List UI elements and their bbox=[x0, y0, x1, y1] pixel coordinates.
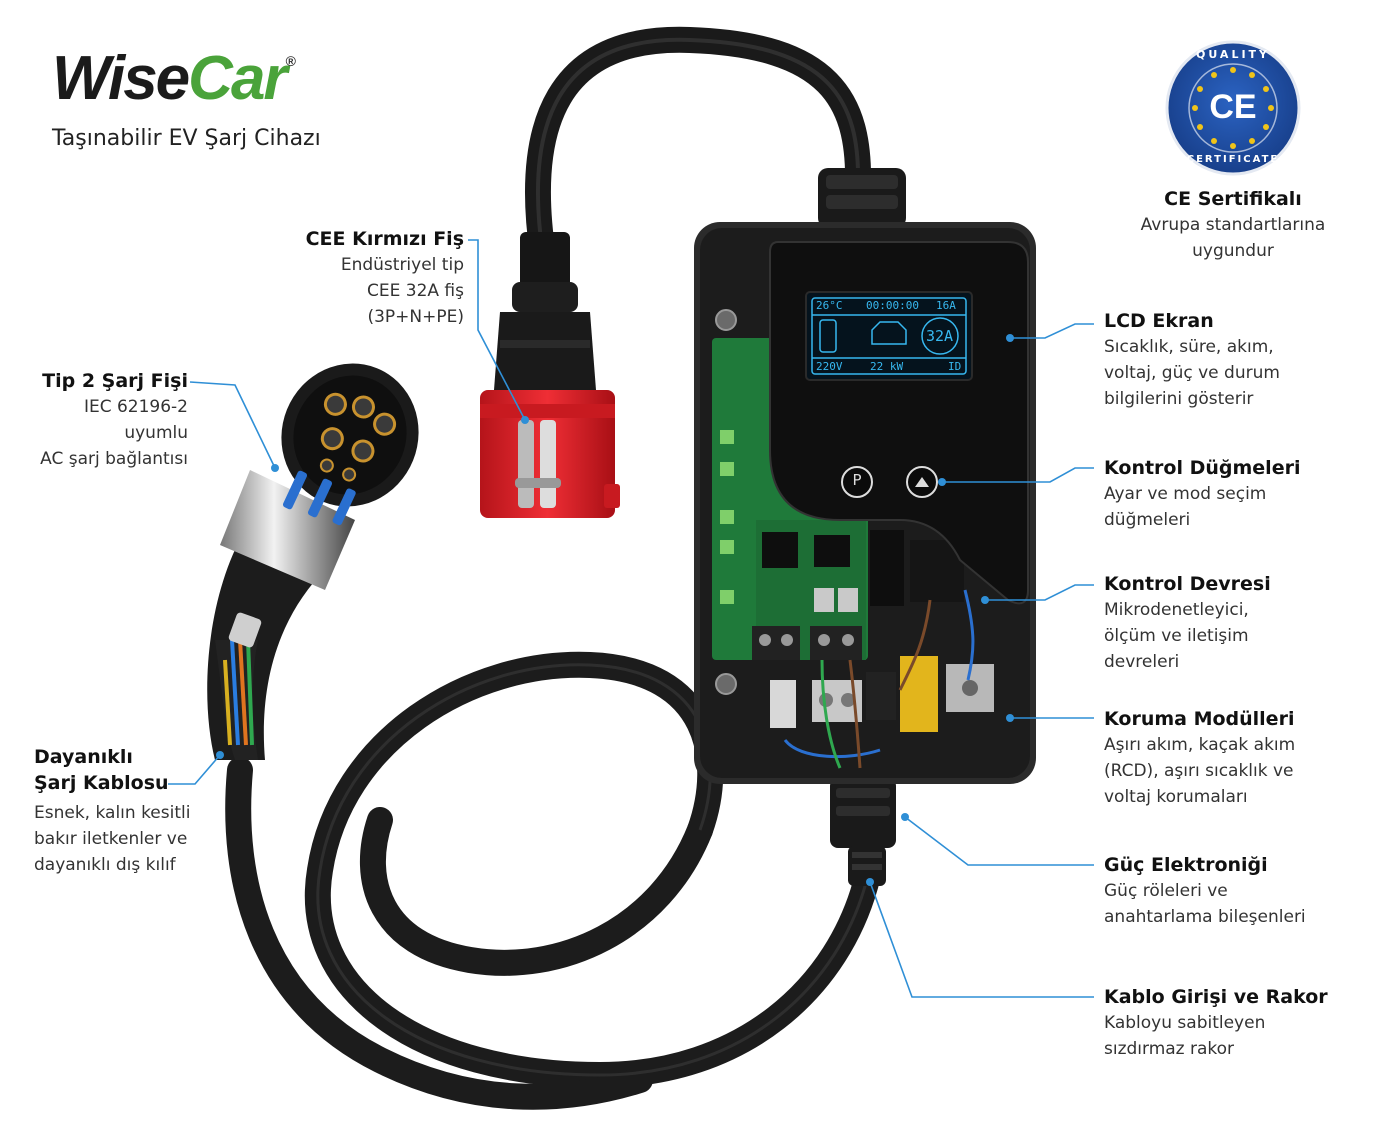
badge-ce-mark: CE bbox=[1209, 88, 1257, 126]
label-tip2-title: Tip 2 Şarj Fişi bbox=[42, 370, 188, 392]
p-button[interactable] bbox=[841, 466, 873, 498]
label-ce-title: CE Sertifikalı bbox=[1164, 188, 1302, 210]
page-subtitle: Taşınabilir EV Şarj Cihazı bbox=[52, 126, 321, 151]
lcd-current-big: 32A bbox=[926, 327, 954, 345]
label-cee: CEE Kırmızı Fiş Endüstriyel tip CEE 32A … bbox=[260, 226, 464, 330]
lcd-display bbox=[811, 297, 967, 375]
badge-top-text: QUALITY bbox=[1195, 48, 1271, 61]
label-cable: Dayanıklı Şarj Kablosu Esnek, kalın kesi… bbox=[34, 746, 191, 875]
badge-bottom-text: CERTIFICATE bbox=[1186, 154, 1280, 165]
cee-red-plug bbox=[480, 232, 620, 518]
up-arrow-icon bbox=[915, 477, 929, 487]
type2-plug bbox=[207, 363, 419, 760]
label-power: Güç Elektroniği Güç röleleri ve anahtarl… bbox=[1104, 854, 1306, 927]
ce-quality-badge bbox=[1165, 40, 1301, 176]
lcd-time: 00:00:00 bbox=[866, 299, 919, 312]
lcd-voltage: 220V bbox=[816, 360, 843, 373]
wisecar-logo: WiseCar® bbox=[52, 44, 296, 113]
label-tip2: Tip 2 Şarj Fişi IEC 62196-2 uyumlu AC şa… bbox=[20, 368, 188, 472]
label-lcd: LCD Ekran Sıcaklık, süre, akım, voltaj, … bbox=[1104, 310, 1280, 409]
label-protection: Koruma Modülleri Aşırı akım, kaçak akım … bbox=[1104, 708, 1296, 807]
lcd-id: ID bbox=[948, 360, 962, 373]
control-box bbox=[694, 168, 1036, 886]
lcd-power: 22 kW bbox=[870, 360, 904, 373]
lcd-readout: 26°C 00:00:00 16A 32A 220V 22 kW ID bbox=[814, 299, 968, 375]
p-button-label: P bbox=[852, 471, 862, 489]
label-cee-title: CEE Kırmızı Fiş bbox=[305, 228, 464, 250]
lcd-temp: 26°C bbox=[816, 299, 843, 312]
label-ce: CE Sertifikalı Avrupa standartlarına uyg… bbox=[1120, 186, 1346, 264]
label-circuit: Kontrol Devresi Mikrodenetleyici, ölçüm … bbox=[1104, 573, 1271, 672]
leader-lines bbox=[168, 239, 1094, 998]
ce-badge-text: QUALITY CE CERTIFICATE bbox=[1167, 42, 1299, 174]
lcd-current-top: 16A bbox=[936, 299, 956, 312]
label-buttons: Kontrol Düğmeleri Ayar ve mod seçim düğm… bbox=[1104, 457, 1301, 530]
label-gland: Kablo Girişi ve Rakor Kabloyu sabitleyen… bbox=[1104, 986, 1328, 1059]
